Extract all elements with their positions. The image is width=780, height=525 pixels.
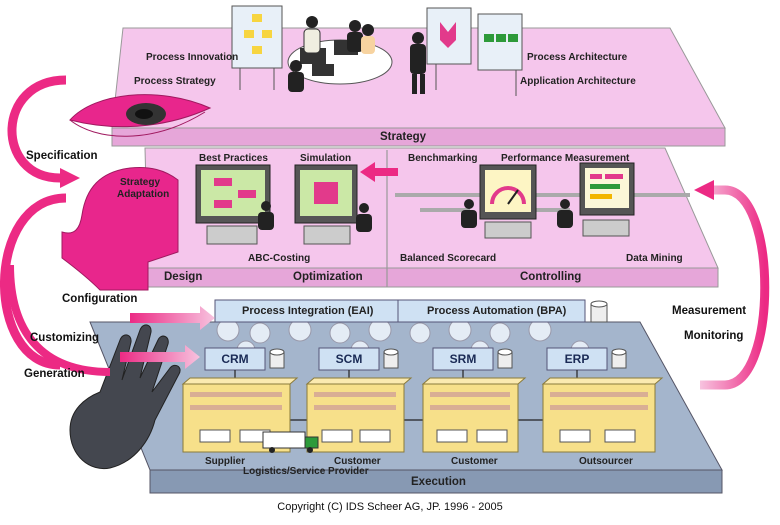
head-icon [61, 167, 179, 291]
partner-buildings [181, 377, 664, 453]
customizing-arrow [120, 345, 200, 369]
integration-bar [214, 299, 586, 323]
label-measurement: Measurement [672, 305, 747, 317]
label-customer-2: Customer [451, 456, 498, 467]
middle-platform [144, 147, 719, 288]
label-abc-costing: ABC-Costing [248, 253, 311, 264]
optimization-title: Optimization [293, 271, 363, 283]
label-outsourcer: Outsourcer [579, 456, 633, 467]
person-icon [258, 199, 573, 232]
specification-arrow [7, 75, 80, 188]
label-strategy-adaptation-2: Adaptation [117, 189, 170, 200]
label-customizing: Customizing [30, 332, 99, 344]
label-supplier: Supplier [205, 456, 246, 467]
label-benchmarking: Benchmarking [408, 153, 478, 164]
label-balanced-scorecard: Balanced Scorecard [400, 253, 497, 264]
strategy-title: Strategy [380, 131, 427, 143]
label-data-mining: Data Mining [626, 253, 683, 264]
label-monitoring: Monitoring [684, 330, 744, 342]
copyright-text: Copyright (C) IDS Scheer AG, JP. 1996 - … [277, 501, 503, 513]
system-srm: SRM [449, 352, 477, 366]
eye-icon [69, 94, 212, 137]
system-scm: SCM [335, 352, 363, 366]
execution-title: Execution [411, 476, 466, 488]
person-icon [288, 16, 426, 94]
label-strategy-adaptation-1: Strategy [120, 177, 161, 188]
label-best-practices: Best Practices [199, 153, 268, 164]
monitor-best-practices [195, 164, 271, 245]
database-icon [269, 348, 627, 369]
monitor-benchmarking [479, 164, 537, 239]
design-title: Design [164, 271, 203, 283]
label-generation: Generation [24, 368, 85, 380]
monitor-simulation [294, 164, 358, 245]
monitor-performance [579, 162, 635, 237]
label-process-innovation: Process Innovation [146, 52, 239, 63]
label-simulation: Simulation [300, 153, 352, 164]
configuration-arrow [0, 193, 67, 370]
monitoring-arrow [694, 180, 770, 390]
gear-icon [216, 318, 590, 360]
label-configuration: Configuration [62, 293, 138, 305]
label-process-architecture: Process Architecture [527, 52, 628, 63]
system-erp: ERP [564, 352, 590, 366]
eai-label: Process Integration (EAI) [242, 305, 374, 317]
whiteboard-process-architecture [426, 7, 523, 96]
label-specification: Specification [26, 150, 98, 162]
controlling-title: Controlling [520, 271, 582, 283]
controlling-arrow [360, 162, 398, 182]
truck-icon [262, 431, 319, 453]
system-crm: CRM [221, 352, 249, 366]
database-icon [590, 300, 608, 323]
label-performance-measurement: Performance Measurement [501, 153, 630, 164]
bpa-label: Process Automation (BPA) [427, 305, 567, 317]
label-logistics: Logistics/Service Provider [243, 466, 369, 477]
whiteboard-process-innovation [231, 5, 283, 90]
label-application-architecture: Application Architecture [520, 76, 636, 87]
label-process-strategy: Process Strategy [134, 76, 216, 87]
generation-arrow [6, 264, 111, 376]
label-customer-1: Customer [334, 456, 381, 467]
configuration-arrow-head [130, 306, 215, 330]
